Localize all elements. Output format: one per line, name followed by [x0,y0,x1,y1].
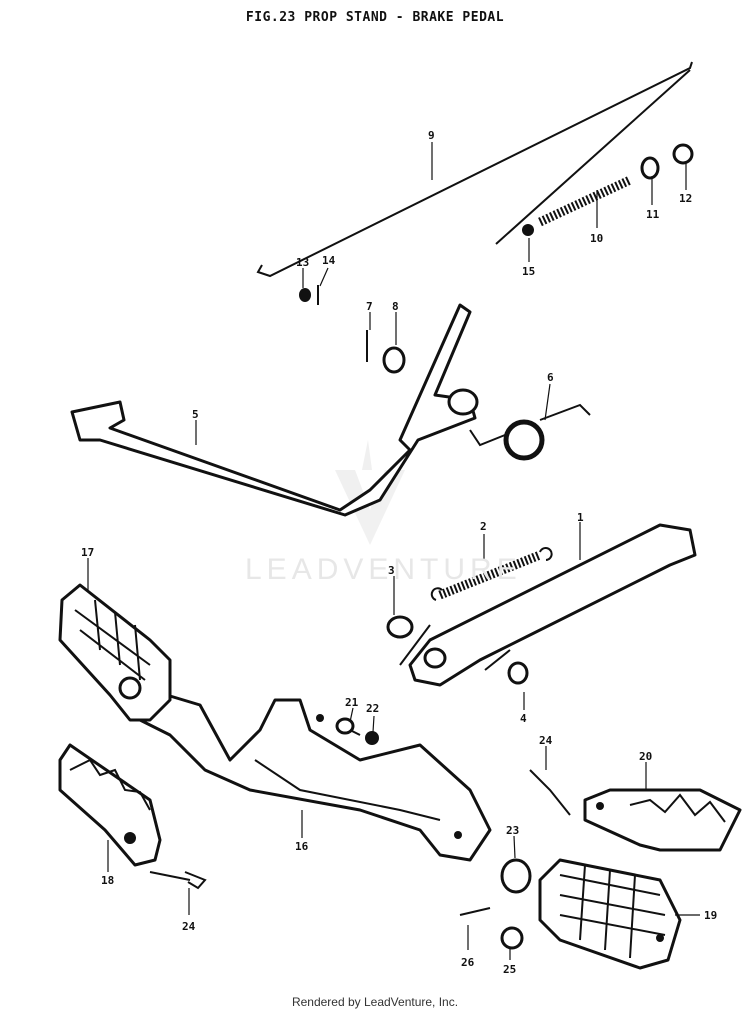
footrest-20 [583,788,742,852]
brake-pedal [70,303,479,517]
callout-labels: 1 2 3 4 5 6 7 8 9 10 11 12 13 14 15 16 1… [81,129,717,976]
callout-5: 5 [192,408,199,421]
callout-13: 13 [296,256,309,269]
callout-24b: 24 [182,920,196,933]
footrest-17 [58,583,172,722]
bolt-3 [386,615,414,639]
pedal-spring [469,403,591,461]
callout-3: 3 [388,564,395,577]
callout-18: 18 [101,874,114,887]
cotter-pin-15 [522,224,534,236]
callout-11: 11 [646,208,660,221]
callout-8: 8 [392,300,399,313]
callout-9: 9 [428,129,435,142]
footrest-19 [538,858,682,970]
leader-lines [87,142,700,960]
cap-25 [500,926,524,950]
figure-title: FIG.23 PROP STAND - BRAKE PEDAL [245,10,505,25]
prop-stand [399,523,697,687]
callout-25: 25 [503,963,516,976]
washer-13 [299,288,311,302]
spring-24-right [529,769,571,816]
callout-6: 6 [547,371,554,384]
spring-24-left [149,871,191,881]
stand-spring [438,550,542,600]
callout-24: 24 [539,734,553,747]
callout-2: 2 [480,520,487,533]
callout-4: 4 [520,712,527,725]
callout-17: 17 [81,546,94,559]
washer-22 [365,731,379,745]
joint-11 [640,156,660,180]
callout-20: 20 [639,750,652,763]
brake-spring [538,175,632,227]
footrest-bracket [138,688,492,862]
bolt-21 [335,717,361,736]
washer-23 [500,858,532,894]
callout-21: 21 [345,696,359,709]
washer-8 [382,346,406,374]
callout-19: 19 [704,909,717,922]
callout-15: 15 [522,265,535,278]
callout-14: 14 [322,254,336,267]
watermark-text: LEADVENTURE [245,553,522,586]
nut-12 [672,143,694,165]
callout-7: 7 [366,300,373,313]
callout-16: 16 [295,840,309,853]
callout-23: 23 [506,824,519,837]
callout-10: 10 [590,232,603,245]
footer-credit: Rendered by LeadVenture, Inc. [291,995,459,1009]
pin-26 [459,907,491,916]
nut-4 [507,661,529,685]
callout-12: 12 [679,192,692,205]
callout-22: 22 [366,702,379,715]
callout-26: 26 [461,956,475,969]
footrest-18 [58,743,162,867]
brake-rod [256,61,693,278]
callout-1: 1 [577,511,584,524]
